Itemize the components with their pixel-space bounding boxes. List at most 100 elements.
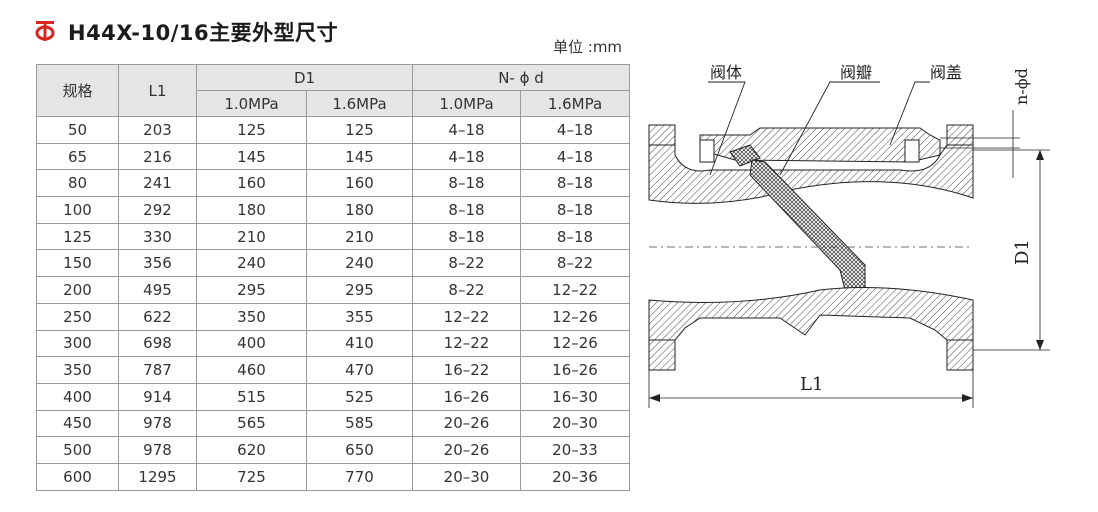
d1-arrow-top <box>1036 150 1044 160</box>
table-cell: 770 <box>306 462 413 491</box>
table-cell: 125 <box>36 222 119 251</box>
table-cell: 330 <box>118 222 197 251</box>
table-cell: 400 <box>196 329 307 358</box>
table-cell: 698 <box>118 329 197 358</box>
table-cell: 50 <box>36 116 119 144</box>
table-cell: 80 <box>36 169 119 198</box>
table-cell: 150 <box>36 249 119 278</box>
table-cell: 725 <box>196 462 307 491</box>
table-cell: 460 <box>196 356 307 384</box>
table-cell: 8–22 <box>412 276 521 304</box>
label-valve-body: 阀体 <box>710 63 742 82</box>
table-cell: 4–18 <box>412 142 521 171</box>
right-flange-top <box>946 124 974 146</box>
table-cell: 20–36 <box>520 462 630 491</box>
table-cell: 210 <box>196 222 307 251</box>
table-cell: 295 <box>196 276 307 304</box>
left-flange-top <box>648 124 676 146</box>
table-cell: 240 <box>306 249 413 278</box>
subheader-d1-10: 1.0MPa <box>196 90 307 117</box>
table-cell: 210 <box>306 222 413 251</box>
lower-body-wall <box>648 287 974 341</box>
table-cell: 160 <box>196 169 307 198</box>
header-spec: 规格 <box>36 64 119 117</box>
table-cell: 125 <box>306 116 413 144</box>
table-cell: 216 <box>118 142 197 171</box>
table-cell: 400 <box>36 382 119 411</box>
table-cell: 8–18 <box>412 169 521 198</box>
table-cell: 914 <box>118 382 197 411</box>
subheader-d1-16: 1.6MPa <box>306 90 413 117</box>
page-title: H44X-10/16主要外型尺寸 <box>68 21 339 45</box>
leader-cover <box>889 81 930 146</box>
table-cell: 978 <box>118 436 197 464</box>
left-bolt <box>699 139 715 163</box>
table-cell: 292 <box>118 196 197 224</box>
label-d1: D1 <box>1012 239 1033 265</box>
header-n-phi-d: N- ϕ d <box>412 64 630 91</box>
table-cell: 250 <box>36 302 119 331</box>
leader-disc <box>779 81 880 176</box>
upper-body-wall <box>648 144 974 204</box>
table-cell: 495 <box>118 276 197 304</box>
table-cell: 180 <box>196 196 307 224</box>
table-cell: 300 <box>36 329 119 358</box>
table-cell: 125 <box>196 116 307 144</box>
table-cell: 20–26 <box>412 436 521 464</box>
table-subheader-row: 1.0MPa 1.6MPa 1.0MPa 1.6MPa <box>37 90 630 117</box>
table-cell: 12–22 <box>412 302 521 331</box>
table-cell: 180 <box>306 196 413 224</box>
table-cell: 978 <box>118 409 197 438</box>
table-cell: 450 <box>36 409 119 438</box>
table-cell: 600 <box>36 462 119 491</box>
leader-body <box>708 81 746 176</box>
right-bolt <box>904 139 920 163</box>
table-cell: 525 <box>306 382 413 411</box>
table-cell: 410 <box>306 329 413 358</box>
table-cell: 787 <box>118 356 197 384</box>
unit-label: 单位 :mm <box>553 38 623 56</box>
table-cell: 585 <box>306 409 413 438</box>
label-l1: L1 <box>800 374 823 395</box>
subheader-n-10: 1.0MPa <box>412 90 521 117</box>
right-flange-bottom <box>946 339 974 371</box>
l1-arrow-right <box>962 394 973 402</box>
table-cell: 16–22 <box>412 356 521 384</box>
table-cell: 160 <box>306 169 413 198</box>
table-cell: 4–18 <box>520 142 630 171</box>
table-cell: 8–18 <box>412 222 521 251</box>
table-cell: 355 <box>306 302 413 331</box>
table-cell: 650 <box>306 436 413 464</box>
valve-cover <box>699 127 941 163</box>
header-d1: D1 <box>196 64 413 91</box>
table-cell: 16–30 <box>520 382 630 411</box>
d1-arrow-bottom <box>1036 340 1044 350</box>
table-cell: 8–22 <box>412 249 521 278</box>
table-cell: 8–18 <box>412 196 521 224</box>
label-n-phi-d: n-ϕd <box>1012 68 1031 105</box>
label-valve-cover: 阀盖 <box>930 63 962 82</box>
table-cell: 356 <box>118 249 197 278</box>
table-cell: 500 <box>36 436 119 464</box>
table-cell: 8–18 <box>520 169 630 198</box>
table-cell: 20–30 <box>412 462 521 491</box>
table-cell: 16–26 <box>520 356 630 384</box>
l1-arrow-left <box>649 394 660 402</box>
table-cell: 350 <box>36 356 119 384</box>
table-cell: 241 <box>118 169 197 198</box>
table-cell: 8–18 <box>520 196 630 224</box>
table-header-row: 规格 L1 D1 N- ϕ d <box>36 64 630 117</box>
table-cell: 8–22 <box>520 249 630 278</box>
table-cell: 4–18 <box>520 116 630 144</box>
table-cell: 240 <box>196 249 307 278</box>
